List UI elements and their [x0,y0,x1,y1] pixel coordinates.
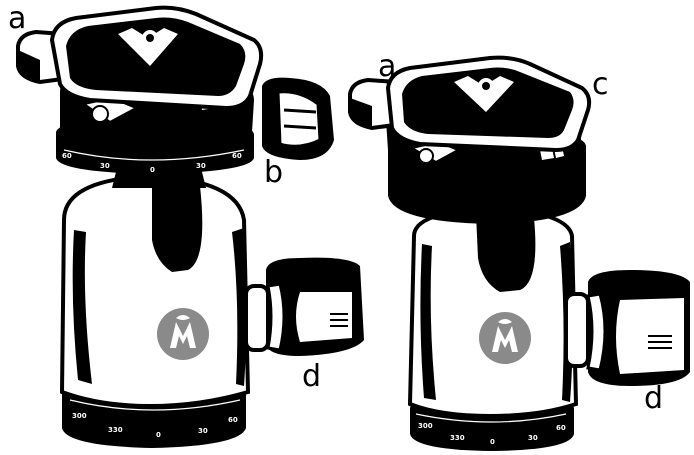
base-scale-label: 30 [528,434,538,442]
callout-label-d: d [644,384,663,414]
base-scale-label: 0 [156,431,161,439]
brand-logo-icon [157,308,209,360]
friction-knob-right [566,270,690,386]
callout-label-a: a [8,4,26,34]
camera-plate-right [388,58,589,150]
base-scale-label: 60 [556,424,566,432]
dial-scale-label: 30 [100,162,110,170]
callout-label-a: a [378,52,396,82]
base-scale-label: 330 [108,426,123,434]
callout-label-c: c [592,70,609,100]
base-scale-label: 330 [450,434,465,442]
camera-plate-left [52,8,261,108]
dial-scale-label: 30 [196,162,206,170]
ball-slot-left [152,182,202,272]
dial-scale-label: 0 [150,166,155,174]
dial-scale-label: 60 [232,152,242,160]
ball-head-right: 300 330 0 30 60 [350,58,690,451]
base-scale-label: 300 [72,412,87,420]
friction-knob-left [246,258,364,356]
dial-scale-label: 60 [62,152,72,160]
base-scale-label: 300 [418,422,433,430]
base-scale-label: 0 [490,438,495,446]
base-scale-label: 60 [228,416,238,424]
callout-label-b: b [264,158,283,188]
callout-label-d: d [302,362,321,392]
brand-logo-icon [479,312,531,364]
base-scale-label: 30 [198,427,208,435]
